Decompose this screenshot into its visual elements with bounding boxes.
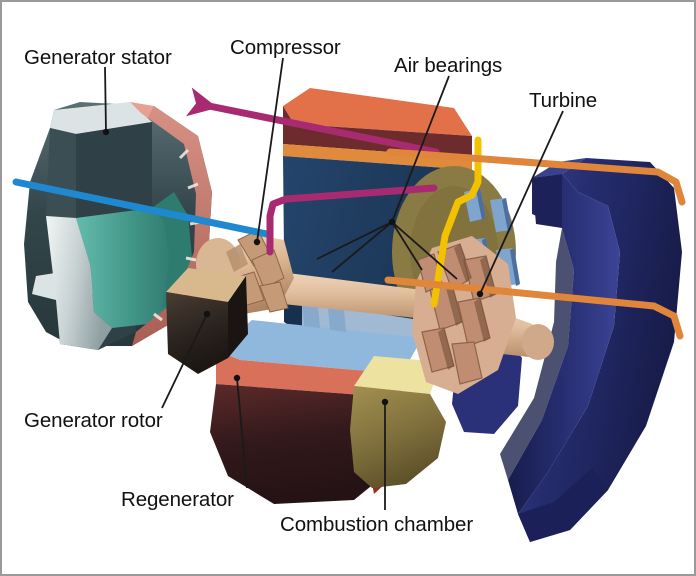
- inlet-air-line: [12, 178, 271, 238]
- label-generator-rotor: Generator rotor: [24, 409, 163, 432]
- leader-dot-compressor: [253, 238, 261, 246]
- exhaust-duct-inner-wall: [508, 174, 620, 514]
- generator-stator-assembly: [24, 102, 212, 350]
- exhaust-duct-bore-shadow: [500, 228, 574, 480]
- shaft-nose-cap: [522, 324, 554, 360]
- stator-top-cut-face: [50, 102, 152, 134]
- stator-rim-top-nub: [130, 102, 154, 118]
- stator-front-face: [46, 216, 112, 350]
- label-compressor: Compressor: [230, 36, 341, 59]
- leader-dot-generator-rotor: [203, 310, 211, 318]
- exhaust-duct-foot: [518, 468, 608, 542]
- stator-bore-teal: [76, 192, 192, 328]
- compressor-stator-vanes: [302, 304, 346, 332]
- turbine-blade-shadows: [438, 244, 496, 370]
- exhaust-duct-cut-inner: [532, 174, 562, 228]
- leader-air-bearings: [391, 75, 450, 223]
- label-regenerator: Regenerator: [121, 488, 234, 511]
- leader-dot-air-bearings: [388, 218, 396, 226]
- flow-lines: [12, 87, 686, 340]
- leader-generator-rotor: [161, 313, 208, 409]
- casing-red-band: [283, 106, 472, 158]
- leader-dot-turbine: [476, 290, 484, 298]
- leader-air-bearings-branch-1: [331, 221, 393, 273]
- generator-rotor-top: [166, 268, 246, 302]
- leader-dot-generator-stator: [102, 128, 110, 136]
- generator-rotor-side: [228, 276, 248, 358]
- leader-air-bearings-branch-3: [391, 221, 458, 280]
- leader-dots: [102, 128, 484, 406]
- label-turbine: Turbine: [529, 89, 598, 112]
- regenerator-top-face: [216, 320, 422, 374]
- hot-gas-line: [430, 136, 482, 308]
- rotor-shaft: [264, 270, 454, 322]
- leader-air-bearings-branch-2: [391, 221, 423, 271]
- combustion-top-face: [354, 356, 442, 394]
- stator-top-block: [76, 122, 152, 218]
- label-combustion-chamber: Combustion chamber: [280, 513, 474, 536]
- label-generator-stator: Generator stator: [24, 46, 172, 69]
- compressor-blade-shadow: [226, 244, 248, 272]
- exhaust-loop-lower: [384, 276, 684, 340]
- leader-regenerator: [236, 377, 248, 489]
- exhaust-line-upper: [185, 87, 440, 156]
- casing-top-face: [283, 88, 472, 136]
- leader-compressor: [256, 57, 284, 243]
- leader-lines: [104, 57, 564, 510]
- casing-orange-stripe: [283, 144, 472, 170]
- exhaust-loop-upper: [386, 148, 686, 206]
- exhaust-line-lower: [266, 184, 438, 256]
- leader-dot-combustion-chamber: [381, 398, 389, 406]
- leader-dot-regenerator: [233, 374, 241, 382]
- leader-turbine: [479, 110, 564, 295]
- leader-generator-stator: [104, 66, 107, 133]
- combustion-body: [350, 386, 446, 488]
- label-air-bearings: Air bearings: [394, 54, 503, 77]
- stator-top-inner-wall: [46, 128, 76, 218]
- leader-air-bearings-branch-0: [316, 221, 393, 260]
- exhaust-duct-outer: [518, 158, 682, 542]
